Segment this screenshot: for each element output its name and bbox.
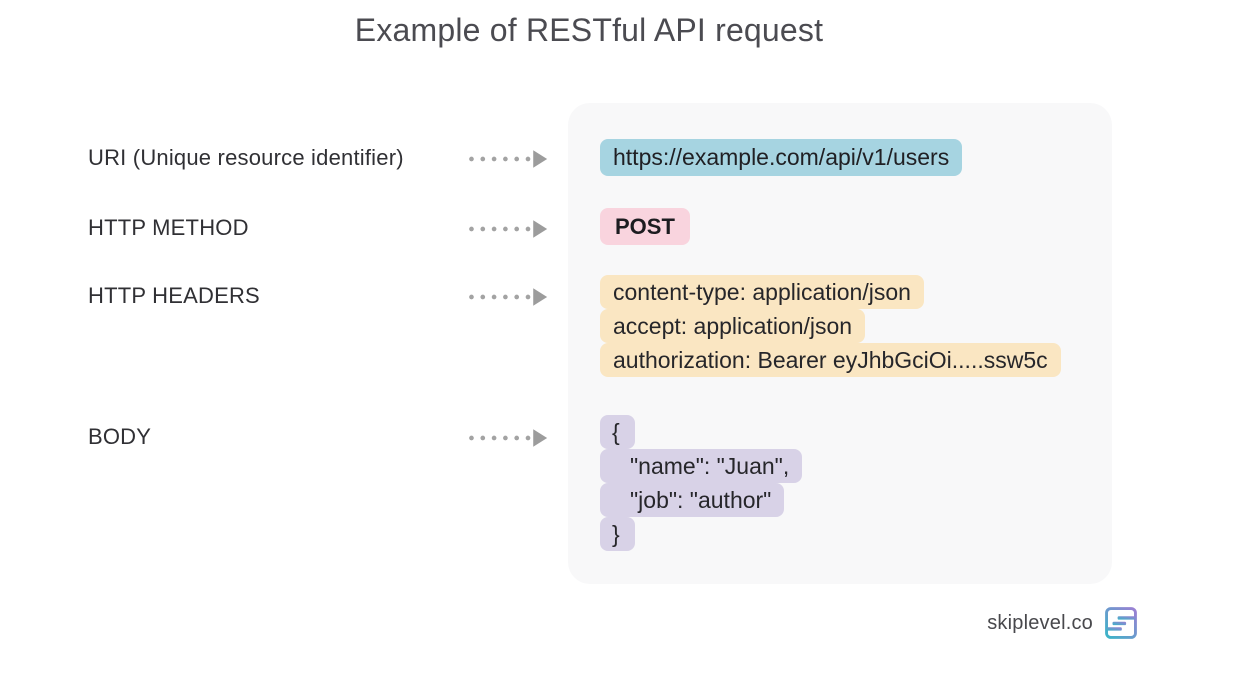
request-panel: https://example.com/api/v1/users POST co…: [568, 103, 1112, 584]
dotted-arrow-icon: [469, 220, 548, 238]
dotted-arrow-icon: [469, 150, 548, 168]
row-label-uri: URI (Unique resource identifier): [88, 145, 404, 170]
row-label-http-method: HTTP METHOD: [88, 215, 249, 240]
page-title: Example of RESTful API request: [354, 12, 824, 48]
dotted-arrow-icon: [469, 429, 548, 447]
header-line: content-type: application/json: [600, 275, 924, 309]
brand-footer: skiplevel.co: [987, 602, 1138, 644]
skiplevel-logo-icon: [1105, 607, 1137, 639]
request-uri-value: https://example.com/api/v1/users: [600, 139, 963, 176]
body-line: }: [600, 517, 635, 551]
body-line: "name": "Juan",: [600, 449, 803, 483]
row-label-body: BODY: [88, 424, 152, 449]
row-label-http-headers: HTTP HEADERS: [88, 283, 260, 308]
body-line: "job": "author": [600, 483, 785, 517]
request-method-value: POST: [600, 208, 690, 245]
header-line: accept: application/json: [600, 309, 866, 343]
request-body-block: { "name": "Juan", "job": "author" }: [600, 415, 803, 551]
request-headers-block: content-type: application/json accept: a…: [600, 275, 1061, 377]
body-line: {: [600, 415, 635, 449]
header-line: authorization: Bearer eyJhbGciOi.....ssw…: [600, 343, 1061, 377]
dotted-arrow-icon: [469, 288, 548, 306]
brand-name: skiplevel.co: [987, 611, 1093, 634]
